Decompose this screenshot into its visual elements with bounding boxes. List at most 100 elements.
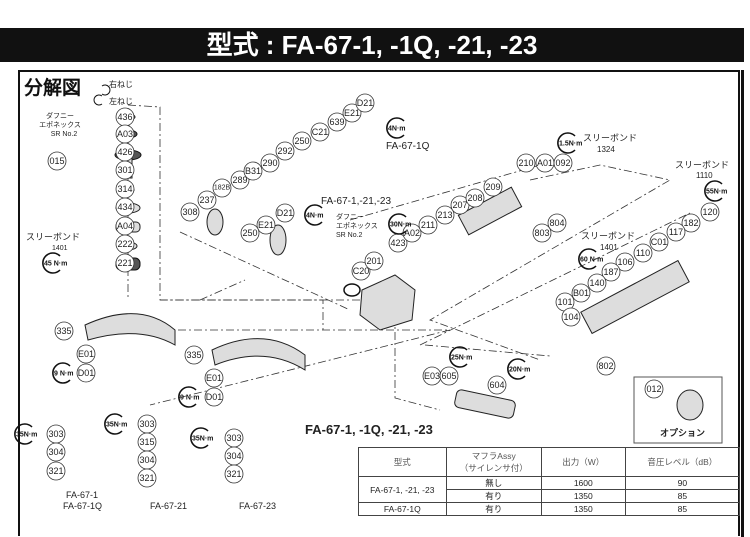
note-daphne-mid: ダフニー エポネックス SR No.2 xyxy=(336,212,378,239)
rotation-arrow-icon xyxy=(704,180,723,202)
rotation-arrow-icon xyxy=(386,117,405,139)
torque-spec: 45 N·m xyxy=(42,252,67,274)
callout-circle xyxy=(553,153,573,173)
callout-circle xyxy=(364,251,384,271)
torque-value: 4N·m xyxy=(388,126,406,133)
part-callout: E01 xyxy=(76,344,96,364)
part-callout: 120 xyxy=(700,202,720,222)
callout-circle xyxy=(212,178,232,198)
callout-circle xyxy=(184,345,204,365)
part-callout: 117 xyxy=(666,222,686,242)
part-callout: C01 xyxy=(649,232,669,252)
assembly-line xyxy=(429,164,672,361)
part-number: 209 xyxy=(485,182,500,192)
part-callout: B31 xyxy=(243,161,263,181)
svg-text:ダフニー: ダフニー xyxy=(336,212,364,221)
cell-muffler: 有り xyxy=(445,502,542,516)
part-callout: 426 xyxy=(115,142,135,162)
bottom-model-label: FA-67-1Q xyxy=(63,501,102,511)
model-label-1q: FA-67-1Q xyxy=(386,141,430,152)
part-number: 315 xyxy=(139,437,154,447)
part-callout: E21 xyxy=(342,103,362,123)
part-number: E21 xyxy=(258,220,274,230)
part-callout: 250 xyxy=(292,131,312,151)
part-number: 187 xyxy=(603,267,618,277)
callout-circle xyxy=(275,203,295,223)
svg-text:1401: 1401 xyxy=(600,243,618,252)
part-callout: 436 xyxy=(115,107,135,127)
torque-value: 1.5N·m xyxy=(559,141,582,148)
rotation-arrow-icon xyxy=(388,213,407,235)
part-number: 182B xyxy=(214,185,231,192)
part-number: A03 xyxy=(117,129,133,139)
callout-circle xyxy=(649,232,669,252)
part-number: 639 xyxy=(329,117,344,127)
callout-circle xyxy=(260,153,280,173)
wheel-guard xyxy=(84,313,176,346)
svg-text:1324: 1324 xyxy=(597,145,615,154)
callout-circle xyxy=(327,112,347,132)
rotation-arrow-icon xyxy=(449,346,468,368)
torque-spec: 4N·m xyxy=(386,117,406,139)
part-callout: 301 xyxy=(115,160,135,180)
callout-circle xyxy=(310,122,330,142)
part-callout: D01 xyxy=(76,363,96,383)
torque-value: 4N·m xyxy=(306,213,324,220)
rotation-arrow-icon xyxy=(557,132,576,154)
part-number: 208 xyxy=(467,193,482,203)
housing xyxy=(580,259,690,335)
part-callout: 308 xyxy=(180,202,200,222)
part-callout: 803 xyxy=(532,223,552,243)
torque-value: 25N·m xyxy=(451,355,472,362)
note-threebond-1110: スリーボンド 1110 xyxy=(675,160,729,180)
svg-text:エポネックス: エポネックス xyxy=(39,121,81,129)
svg-text:SR No.2: SR No.2 xyxy=(336,232,363,239)
part-number: 803 xyxy=(534,228,549,238)
part-number: 104 xyxy=(563,312,578,322)
part-number: 110 xyxy=(636,248,650,258)
part-number: C01 xyxy=(651,237,668,247)
part-number: 250 xyxy=(242,228,257,238)
svg-text:スリーボンド: スリーボンド xyxy=(581,231,635,241)
part-callout: 605 xyxy=(439,366,459,386)
part-callout: 012 xyxy=(644,379,664,399)
model-label-all: FA-67-1, -1Q, -21, -23 xyxy=(305,422,433,437)
part-number: 211 xyxy=(421,220,435,230)
callout-circle xyxy=(204,368,224,388)
callout-circle xyxy=(700,202,720,222)
part-number: 434 xyxy=(117,202,132,212)
torque-value: 45 N·m xyxy=(44,261,67,268)
rotation-arrow-icon xyxy=(190,427,209,449)
part-callout: 303 xyxy=(137,414,157,434)
part-number: 335 xyxy=(56,326,71,336)
callout-circle xyxy=(601,262,621,282)
callout-circle xyxy=(615,252,635,272)
callout-circle xyxy=(76,344,96,364)
assembly-line xyxy=(179,231,351,311)
cell-sound: 90 xyxy=(624,476,741,490)
callout-circle xyxy=(46,461,66,481)
callout-circle xyxy=(46,442,66,462)
part-number: 426 xyxy=(117,147,132,157)
part-callout: A04 xyxy=(115,216,135,236)
torque-spec: 4N·m xyxy=(304,204,324,226)
callout-circle xyxy=(516,153,536,173)
callout-circle xyxy=(292,131,312,151)
part-number: 423 xyxy=(390,238,405,248)
part-callout: 092 xyxy=(553,153,573,173)
callout-circle xyxy=(596,356,616,376)
callout-circle xyxy=(439,366,459,386)
part-callout: 292 xyxy=(275,141,295,161)
callout-circle xyxy=(351,261,371,281)
end-cap xyxy=(206,208,224,236)
assembly-line xyxy=(419,212,691,357)
part-number: 117 xyxy=(669,227,683,237)
part-number: 012 xyxy=(646,384,661,394)
part-callout: 335 xyxy=(54,321,74,341)
callout-circle xyxy=(633,243,653,263)
cell-muffler: 有り xyxy=(445,489,542,503)
callout-circle xyxy=(418,215,438,235)
angle-head xyxy=(359,274,416,331)
callout-circle xyxy=(243,161,263,181)
